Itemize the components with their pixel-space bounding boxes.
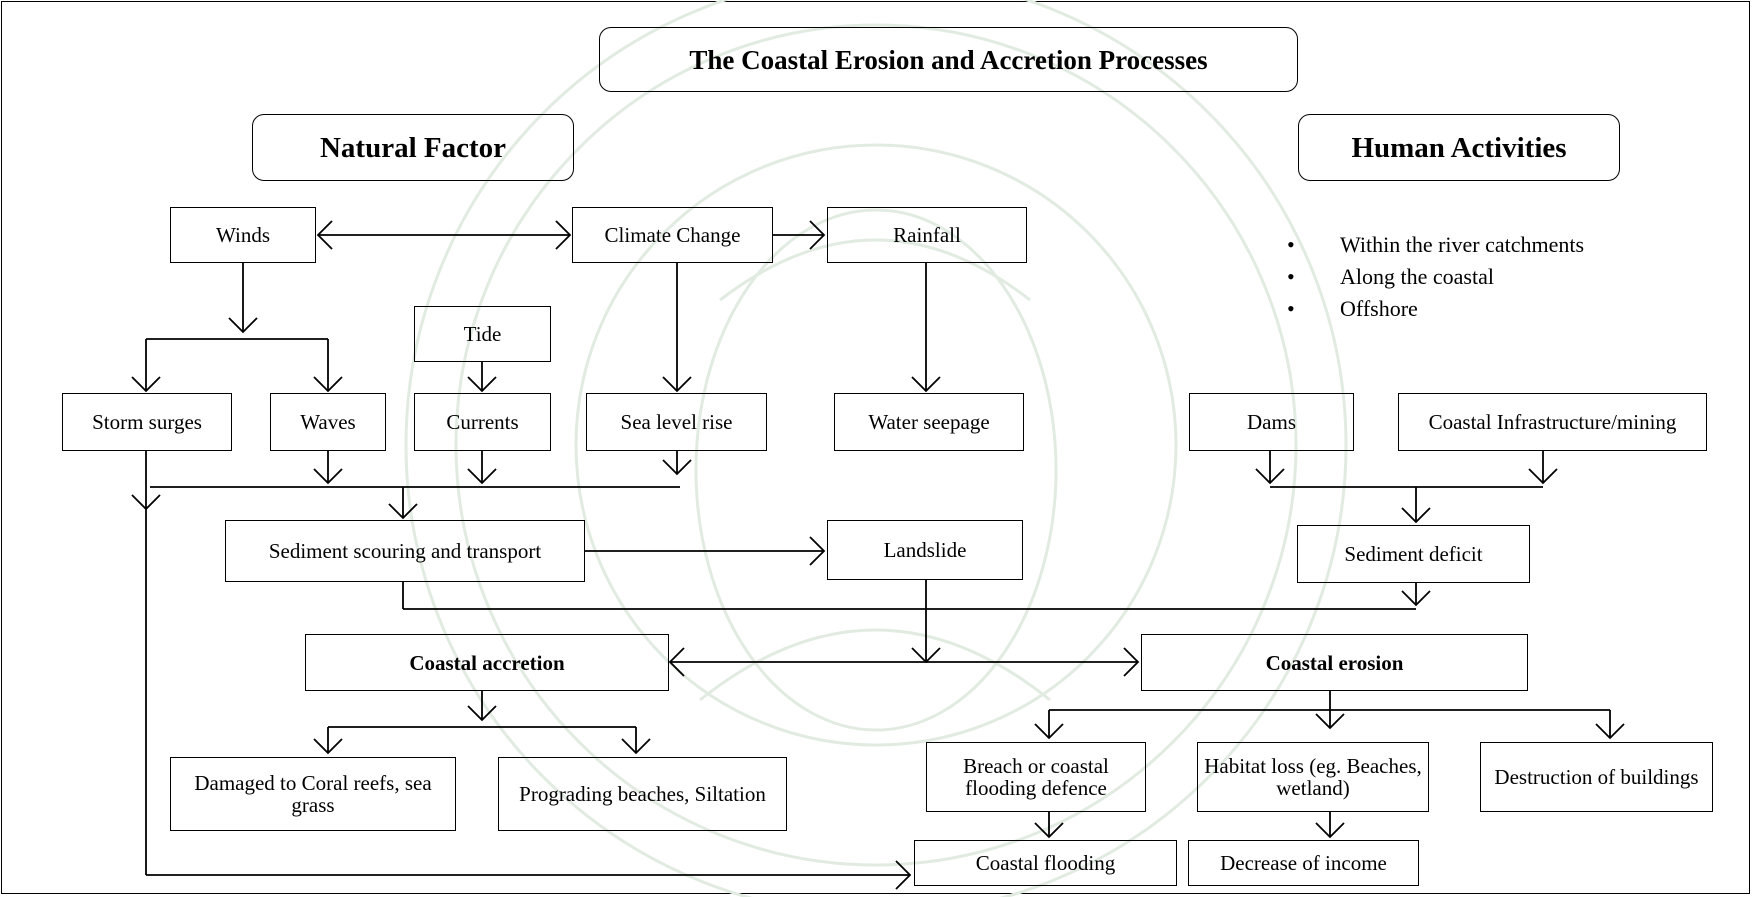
arrowhead <box>1315 822 1345 839</box>
diagram-title: The Coastal Erosion and Accretion Proces… <box>599 27 1298 92</box>
arrowhead <box>1123 647 1140 677</box>
arrowhead <box>809 536 826 566</box>
sediment-deficit-node: Sediment deficit <box>1297 525 1530 583</box>
arrowhead <box>1595 723 1625 740</box>
arrowhead <box>1034 723 1064 740</box>
arrowhead <box>555 220 572 250</box>
human-activity-item: Offshore <box>1283 293 1584 325</box>
winds-node: Winds <box>170 207 316 263</box>
climate-change-node: Climate Change <box>572 207 773 263</box>
coastal-accretion-node: Coastal accretion <box>305 634 669 691</box>
landslide-node: Landslide <box>827 520 1023 580</box>
decrease-income-node: Decrease of income <box>1188 840 1419 886</box>
arrowhead <box>1401 590 1431 607</box>
arrowhead <box>911 376 941 393</box>
arrowhead <box>662 376 692 393</box>
arrowhead <box>1401 507 1431 524</box>
rainfall-node: Rainfall <box>827 207 1027 263</box>
arrowhead <box>1315 713 1345 730</box>
destruction-node: Destruction of buildings <box>1480 742 1713 812</box>
arrowhead <box>313 376 343 393</box>
arrowhead <box>131 494 161 511</box>
arrowhead <box>1034 822 1064 839</box>
habitat-loss-node: Habitat loss (eg. Beaches, wetland) <box>1197 742 1429 812</box>
arrowhead <box>621 738 651 755</box>
human-activities-header: Human Activities <box>1298 114 1620 181</box>
natural-factor-header: Natural Factor <box>252 114 574 181</box>
damaged-coral-node: Damaged to Coral reefs, sea grass <box>170 757 456 831</box>
arrowhead <box>1255 468 1285 485</box>
arrowhead <box>467 468 497 485</box>
breach-node: Breach or coastal flooding defence <box>926 742 1146 812</box>
human-activity-item: Along the coastal <box>1283 261 1584 293</box>
arrowhead <box>467 376 497 393</box>
sediment-scouring-node: Sediment scouring and transport <box>225 520 585 582</box>
arrowhead <box>895 860 912 890</box>
human-activities-list: Within the river catchments Along the co… <box>1283 229 1584 325</box>
arrowhead <box>228 317 258 334</box>
arrowhead <box>313 468 343 485</box>
human-activity-item: Within the river catchments <box>1283 229 1584 261</box>
storm-surges-node: Storm surges <box>62 393 232 451</box>
dams-node: Dams <box>1189 393 1354 451</box>
sea-level-rise-node: Sea level rise <box>586 393 767 451</box>
water-seepage-node: Water seepage <box>834 393 1024 451</box>
arrowhead <box>809 220 826 250</box>
currents-node: Currents <box>414 393 551 451</box>
arrowhead <box>131 376 161 393</box>
tide-node: Tide <box>414 306 551 362</box>
coastal-flooding-node: Coastal flooding <box>914 840 1177 886</box>
arrowhead <box>313 738 343 755</box>
arrowhead <box>662 459 692 476</box>
arrowhead <box>388 503 418 520</box>
arrowhead <box>1528 468 1558 485</box>
coastal-infrastructure-node: Coastal Infrastructure/mining <box>1398 393 1707 451</box>
prograding-beaches-node: Prograding beaches, Siltation <box>498 757 787 831</box>
arrowhead <box>467 705 497 722</box>
coastal-erosion-node: Coastal erosion <box>1141 634 1528 691</box>
arrowhead <box>668 647 685 677</box>
arrowhead <box>316 220 333 250</box>
waves-node: Waves <box>270 393 386 451</box>
